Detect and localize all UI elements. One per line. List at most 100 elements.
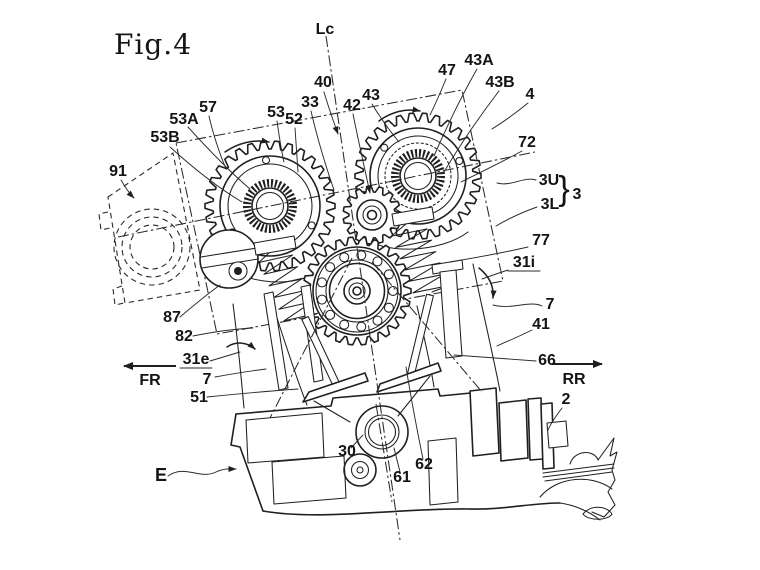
label-ref-53B: 53B bbox=[150, 129, 179, 146]
leader-42 bbox=[352, 113, 372, 194]
label-ref-43: 43 bbox=[362, 87, 380, 104]
label-ref-7-right: 7 bbox=[546, 296, 555, 313]
label-ref-40: 40 bbox=[314, 74, 332, 91]
leader-30 bbox=[350, 434, 364, 449]
leader-41 bbox=[496, 329, 533, 347]
valves bbox=[301, 293, 442, 423]
boss-axis bbox=[375, 403, 393, 503]
leader-3L bbox=[495, 206, 538, 227]
shaft-end-2 bbox=[469, 387, 569, 470]
left-spring-retainer bbox=[253, 235, 297, 256]
left-valve-head bbox=[302, 372, 369, 403]
label-ref-61: 61 bbox=[393, 469, 411, 486]
label-ref-72: 72 bbox=[518, 134, 536, 151]
right-valve-head bbox=[376, 362, 442, 393]
exhaust-gear-rotation-arrow bbox=[224, 137, 270, 153]
bearing-ball bbox=[325, 262, 336, 273]
leader-87 bbox=[179, 284, 221, 318]
label-ref-3L: 3L bbox=[541, 196, 560, 213]
leader-53 bbox=[276, 120, 285, 163]
leader-62 bbox=[405, 366, 424, 460]
left-guide-post bbox=[263, 291, 289, 391]
label-ref-62: 62 bbox=[415, 456, 433, 473]
leader-53B bbox=[169, 146, 243, 203]
block-panel-center bbox=[271, 455, 347, 505]
leader-7-left bbox=[214, 368, 267, 378]
bearing-ball bbox=[383, 269, 394, 280]
leader-72 bbox=[460, 150, 523, 183]
block-left-edge bbox=[230, 413, 264, 512]
label-ref-4: 4 bbox=[526, 86, 535, 103]
label-ref-31e: 31e bbox=[183, 351, 210, 368]
leader-40 bbox=[323, 91, 339, 135]
centerlines bbox=[117, 35, 536, 541]
idler-gear bbox=[342, 185, 402, 245]
cam-drive-gear bbox=[302, 236, 412, 346]
leader-31i bbox=[481, 269, 509, 280]
left-valve-spring bbox=[258, 249, 319, 322]
leader-43 bbox=[371, 103, 400, 143]
bearing-ball bbox=[339, 319, 350, 330]
leader-33 bbox=[310, 110, 335, 191]
phantom-bore-mid bbox=[121, 216, 183, 278]
bearing-ball bbox=[316, 277, 328, 288]
label-ref-91: 91 bbox=[109, 163, 127, 180]
bearing-ball bbox=[339, 252, 350, 263]
leader-43A bbox=[433, 68, 478, 157]
bearing-ball bbox=[372, 315, 383, 326]
label-ref-53A: 53A bbox=[169, 111, 199, 128]
bearing-ball bbox=[325, 309, 336, 320]
slotted-plug-87 bbox=[199, 229, 259, 289]
phantom-part-91 bbox=[98, 152, 201, 306]
leader-4 bbox=[491, 102, 529, 130]
leader-51 bbox=[206, 388, 299, 398]
label-ref-2: 2 bbox=[562, 391, 571, 408]
cylinder-axis-line bbox=[325, 35, 401, 541]
leader-66 bbox=[453, 354, 537, 362]
label-cylinder-axis-lc: Lc bbox=[316, 21, 335, 38]
label-ref-43B: 43B bbox=[485, 74, 514, 91]
boss-small-outer bbox=[343, 453, 377, 487]
leader-57 bbox=[208, 115, 227, 170]
label-ref-7-left: 7 bbox=[203, 371, 212, 388]
label-ref-41: 41 bbox=[532, 316, 550, 333]
label-ref-31i: 31i bbox=[513, 254, 535, 271]
phantom-outline bbox=[107, 152, 201, 304]
bearing-ball bbox=[372, 256, 383, 267]
exhaust-valve-axis bbox=[269, 257, 353, 419]
label-engine-e: E bbox=[155, 465, 167, 485]
bearing-ball bbox=[387, 285, 399, 297]
intake-bearing-knurl bbox=[391, 149, 445, 203]
label-ref-53: 53 bbox=[267, 104, 285, 121]
leader-43B bbox=[443, 90, 500, 173]
leader-3U bbox=[496, 178, 537, 185]
block-panel-left bbox=[245, 412, 325, 464]
camshaft-axis-line bbox=[117, 151, 536, 238]
label-ref-82: 82 bbox=[175, 328, 193, 345]
label-brace-3: } bbox=[558, 170, 569, 208]
label-ref-57: 57 bbox=[199, 99, 217, 116]
label-ref-3U: 3U bbox=[539, 172, 559, 189]
leader-2 bbox=[547, 407, 563, 431]
leader-61 bbox=[393, 447, 401, 473]
label-ref-33: 33 bbox=[301, 94, 319, 111]
phantom-bore-inner bbox=[129, 224, 175, 270]
block-top-edge bbox=[235, 388, 472, 415]
label-ref-77: 77 bbox=[532, 232, 550, 249]
phantom-bore-outer bbox=[113, 208, 191, 286]
phantom-tab-bottom bbox=[112, 285, 125, 306]
right-valve-spring bbox=[390, 223, 450, 294]
leader-47 bbox=[429, 78, 447, 116]
right-spring-retainer bbox=[391, 206, 435, 227]
torn-crankcase-edge bbox=[539, 437, 618, 521]
bearing-ball bbox=[383, 302, 394, 313]
leader-82 bbox=[192, 327, 254, 337]
leader-7-right bbox=[492, 303, 543, 307]
label-ref-43A: 43A bbox=[464, 52, 494, 69]
cylinder-head-block bbox=[230, 388, 561, 516]
boss-30-outer bbox=[355, 405, 409, 459]
leader-91 bbox=[120, 179, 135, 199]
